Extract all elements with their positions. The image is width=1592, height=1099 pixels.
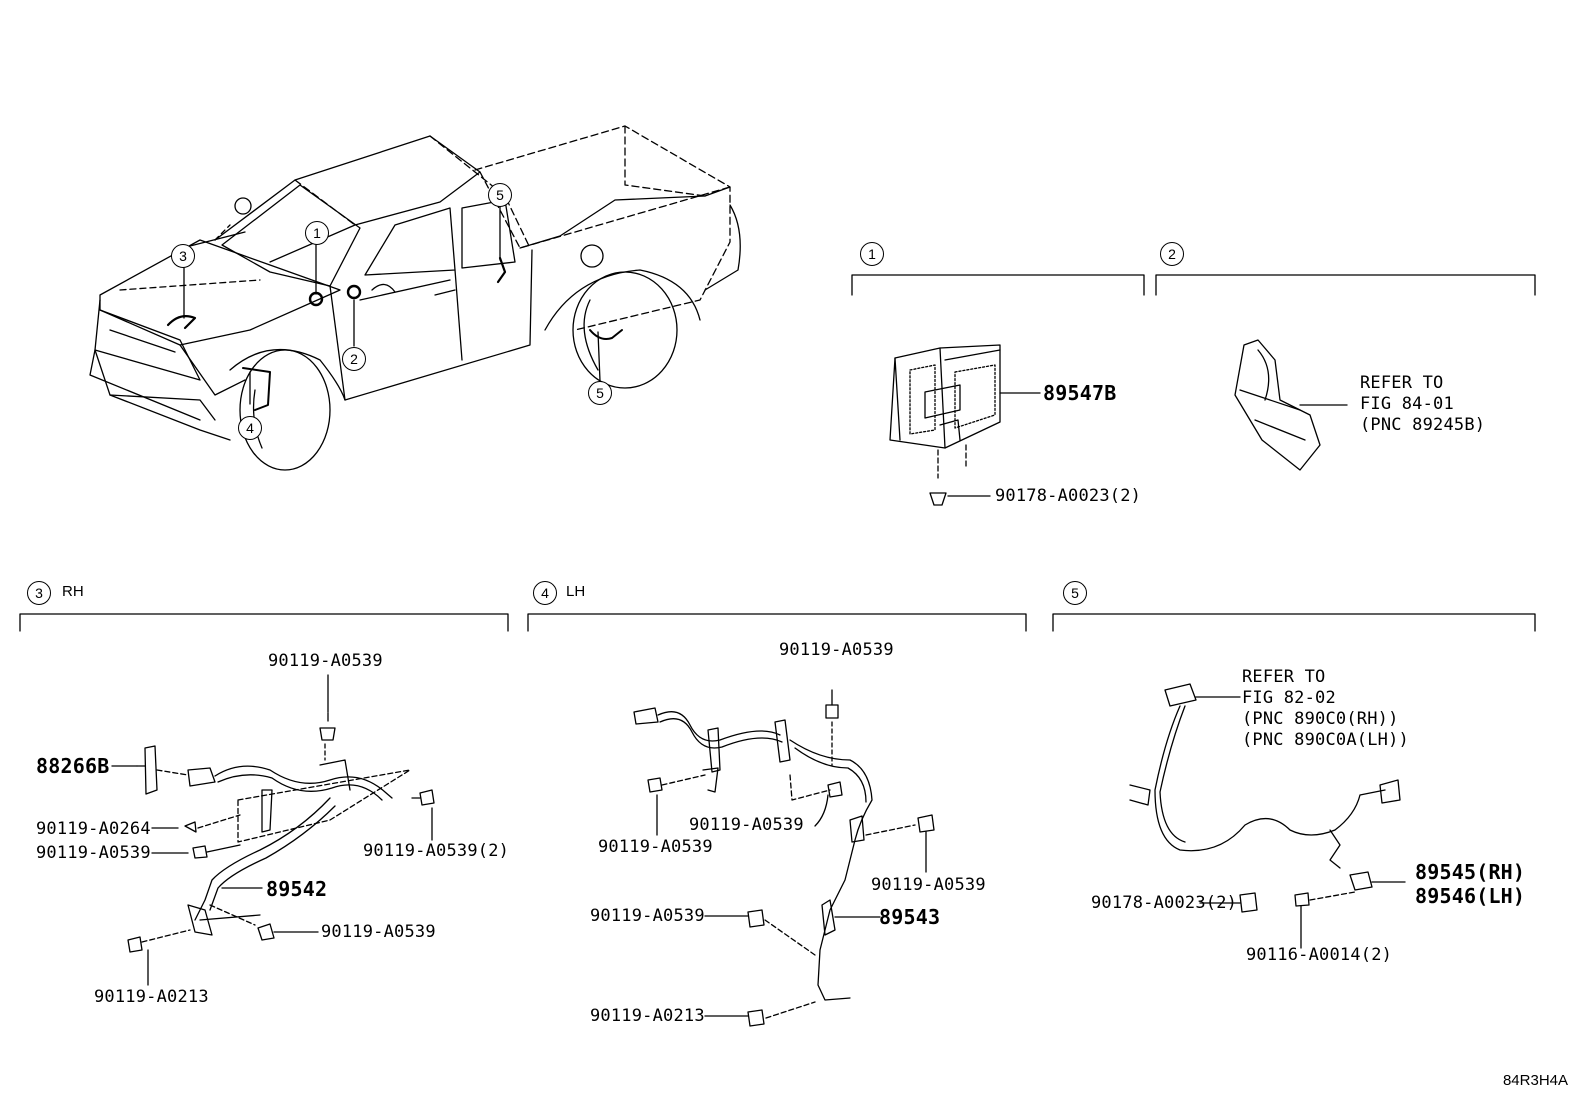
rh-bolt-a0264: 90119-A0264 <box>36 819 151 839</box>
section-4-side: LH <box>566 583 586 600</box>
rh-harness-drawing <box>111 674 435 986</box>
part-89547B: 89547B <box>1043 381 1117 405</box>
rh-bolt-top: 90119-A0539 <box>268 651 383 671</box>
section-2-number: 2 <box>1160 242 1184 266</box>
refer-fig-84-01-line1: REFER TO <box>1360 373 1444 393</box>
refer-fig-84-01-line3: (PNC 89245B) <box>1360 415 1486 435</box>
callout-5-rear: 5 <box>588 381 612 405</box>
lh-bolt-mid: 90119-A0539 <box>689 815 804 835</box>
lh-bolt-top: 90119-A0539 <box>779 640 894 660</box>
callout-5-top: 5 <box>488 183 512 207</box>
rear-sensor-drawing <box>1129 683 1406 949</box>
section-1-number: 1 <box>860 242 884 266</box>
rh-bolt-bottom: 90119-A0539 <box>321 922 436 942</box>
abs-ecu-drawing <box>889 344 1041 506</box>
refer-fig-82-02-line3: (PNC 890C0(RH)) <box>1242 709 1399 729</box>
lh-harness-drawing <box>633 689 935 1027</box>
lh-bolt-left: 90119-A0539 <box>598 837 713 857</box>
callout-3: 3 <box>171 244 195 268</box>
part-88266B: 88266B <box>36 754 110 778</box>
section-4-number: 4 <box>533 581 557 605</box>
callout-2: 2 <box>342 347 366 371</box>
callout-1: 1 <box>305 221 329 245</box>
part-89546-lh: 89546(LH) <box>1415 884 1526 908</box>
part-89543: 89543 <box>879 905 941 929</box>
refer-fig-82-02-line2: FIG 82-02 <box>1242 688 1336 708</box>
lh-bolt-right: 90119-A0539 <box>871 875 986 895</box>
rh-bolt-left: 90119-A0539 <box>36 843 151 863</box>
section-5-number: 5 <box>1063 581 1087 605</box>
truck-illustration <box>89 125 741 471</box>
rh-bolt-a0213: 90119-A0213 <box>94 987 209 1007</box>
part-90178-a0023-s1: 90178-A0023(2) <box>995 486 1142 506</box>
part-89542: 89542 <box>266 877 328 901</box>
callout-4: 4 <box>238 416 262 440</box>
part-89545-rh: 89545(RH) <box>1415 860 1526 884</box>
bracket-part-drawing <box>1234 339 1348 471</box>
rh-bolt-a0539-2: 90119-A0539(2) <box>363 841 510 861</box>
lh-bolt-lower: 90119-A0539 <box>590 906 705 926</box>
section-3-side: RH <box>62 583 84 600</box>
section-brackets <box>19 274 1536 632</box>
part-90116-a0014: 90116-A0014(2) <box>1246 945 1393 965</box>
section-3-number: 3 <box>27 581 51 605</box>
illustration-code: 84R3H4A <box>1502 1072 1568 1089</box>
refer-fig-84-01-line2: FIG 84-01 <box>1360 394 1454 414</box>
part-90178-a0023-s5: 90178-A0023(2) <box>1091 893 1238 913</box>
lh-bolt-a0213: 90119-A0213 <box>590 1006 705 1026</box>
refer-fig-82-02-line1: REFER TO <box>1242 667 1326 687</box>
refer-fig-82-02-line4: (PNC 890C0A(LH)) <box>1242 730 1409 750</box>
